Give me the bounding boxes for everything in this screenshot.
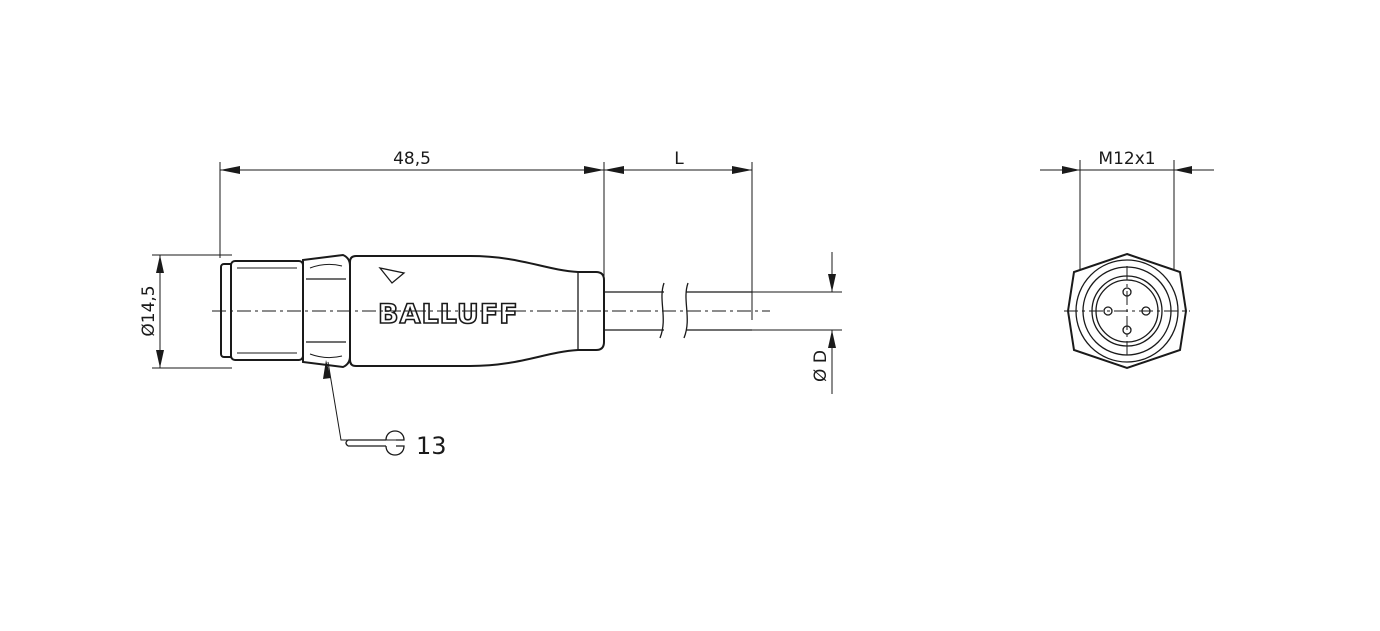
dimension-body-length: 48,5 [220,149,604,174]
dim-diameter-14-5-label: Ø14,5 [139,285,159,336]
dimension-head-diameter: Ø14,5 [139,254,232,369]
triangle-marker-icon [378,266,406,284]
wrench-size-label: 13 [416,432,447,460]
dim-m12x1-label: M12x1 [1098,149,1155,169]
side-view: 48,5 L Ø14,5 Ø D [139,149,842,460]
dimension-cable-diameter: Ø D [752,252,842,394]
dim-l-label: L [674,149,684,169]
wrench-callout: 13 [323,360,447,460]
dimension-cable-length: L [604,149,752,174]
pin-1 [1103,306,1113,316]
connector-body: BALLUFF [349,255,605,367]
dimension-thread: M12x1 [1040,149,1214,290]
dim-diameter-d-label: Ø D [811,350,831,382]
cable [604,282,752,339]
hex-nut [302,253,351,369]
brand-logo: BALLUFF [378,299,519,330]
front-view: M12x1 [1040,149,1214,370]
wrench-icon [345,430,405,456]
dim-48-5-label: 48,5 [393,149,431,169]
